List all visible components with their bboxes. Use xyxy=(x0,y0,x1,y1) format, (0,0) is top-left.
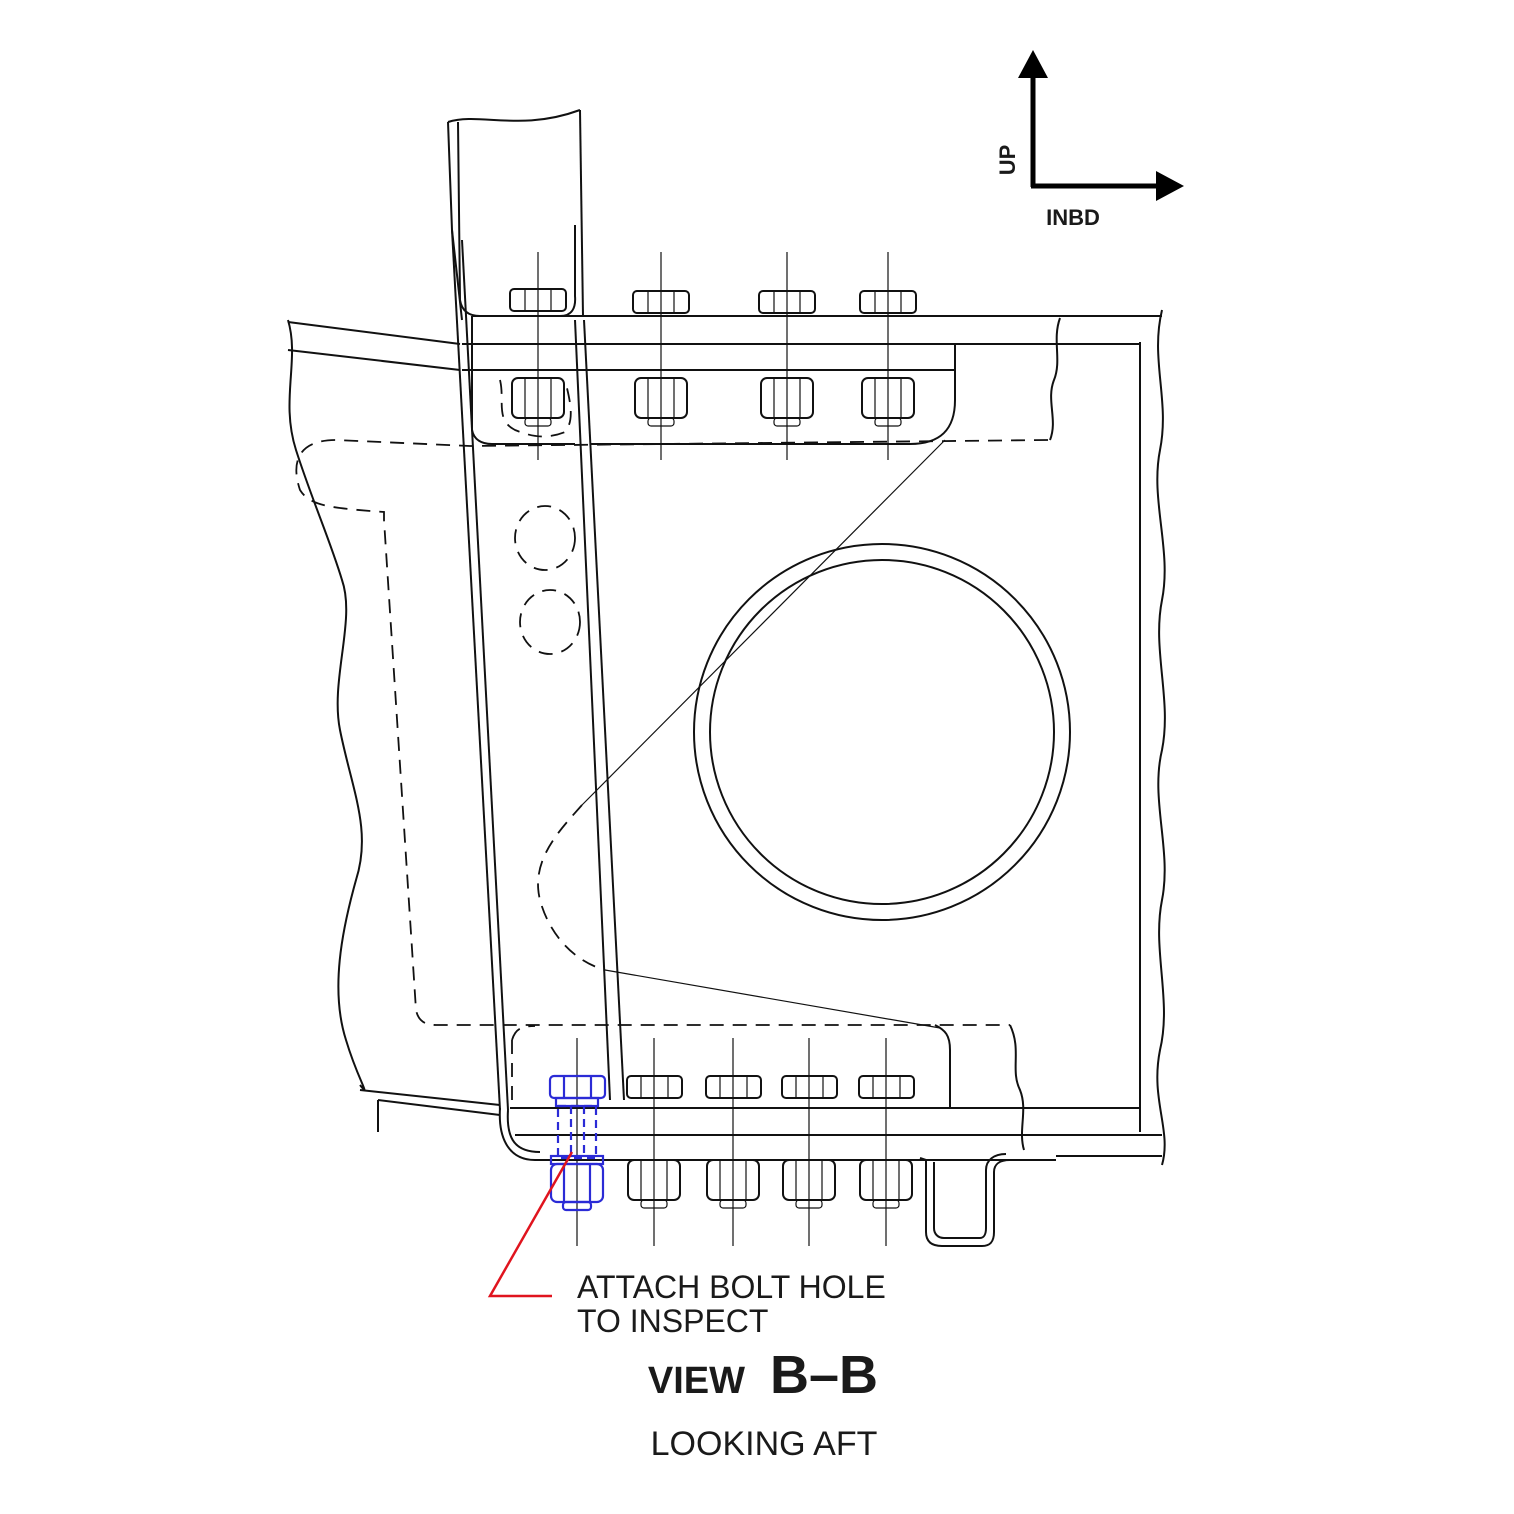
lower-bolt-2 xyxy=(626,1038,683,1246)
callout-line-1: ATTACH BOLT HOLE xyxy=(577,1269,886,1305)
lower-bolt-3 xyxy=(705,1038,762,1246)
view-title: VIEW B–B LOOKING AFT xyxy=(648,1345,878,1463)
view-subtitle: LOOKING AFT xyxy=(651,1425,878,1463)
upper-bolt-3 xyxy=(758,252,816,460)
lower-flange xyxy=(498,1024,1162,1247)
lower-bolt-4 xyxy=(781,1038,838,1246)
vertical-strut xyxy=(447,109,625,1111)
callout-leader xyxy=(487,1151,574,1298)
inboard-label: INBD xyxy=(1046,205,1100,230)
inspect-bolt-highlight[interactable] xyxy=(548,1038,607,1246)
upper-bolt-1 xyxy=(509,252,567,460)
lower-bolt-row xyxy=(626,1038,915,1246)
gusset-web xyxy=(537,439,946,1029)
up-label: UP xyxy=(995,145,1020,176)
view-prefix: VIEW xyxy=(648,1360,745,1402)
callout-line-2: TO INSPECT xyxy=(577,1303,768,1339)
hidden-lines xyxy=(295,379,1049,1100)
left-structure-break xyxy=(287,319,501,1132)
right-structure-break xyxy=(1139,309,1166,1166)
lightening-hole xyxy=(693,543,1071,921)
inboard-arrow-icon xyxy=(1156,171,1184,201)
orientation-indicator: UP INBD xyxy=(995,50,1184,230)
up-arrow-icon xyxy=(1018,50,1048,78)
lower-bolt-5 xyxy=(858,1038,915,1246)
view-id: B–B xyxy=(770,1345,878,1405)
upper-flange xyxy=(462,315,1162,445)
upper-bolt-4 xyxy=(859,252,917,460)
upper-bolt-2 xyxy=(632,252,690,460)
upper-bolt-row xyxy=(509,252,917,460)
